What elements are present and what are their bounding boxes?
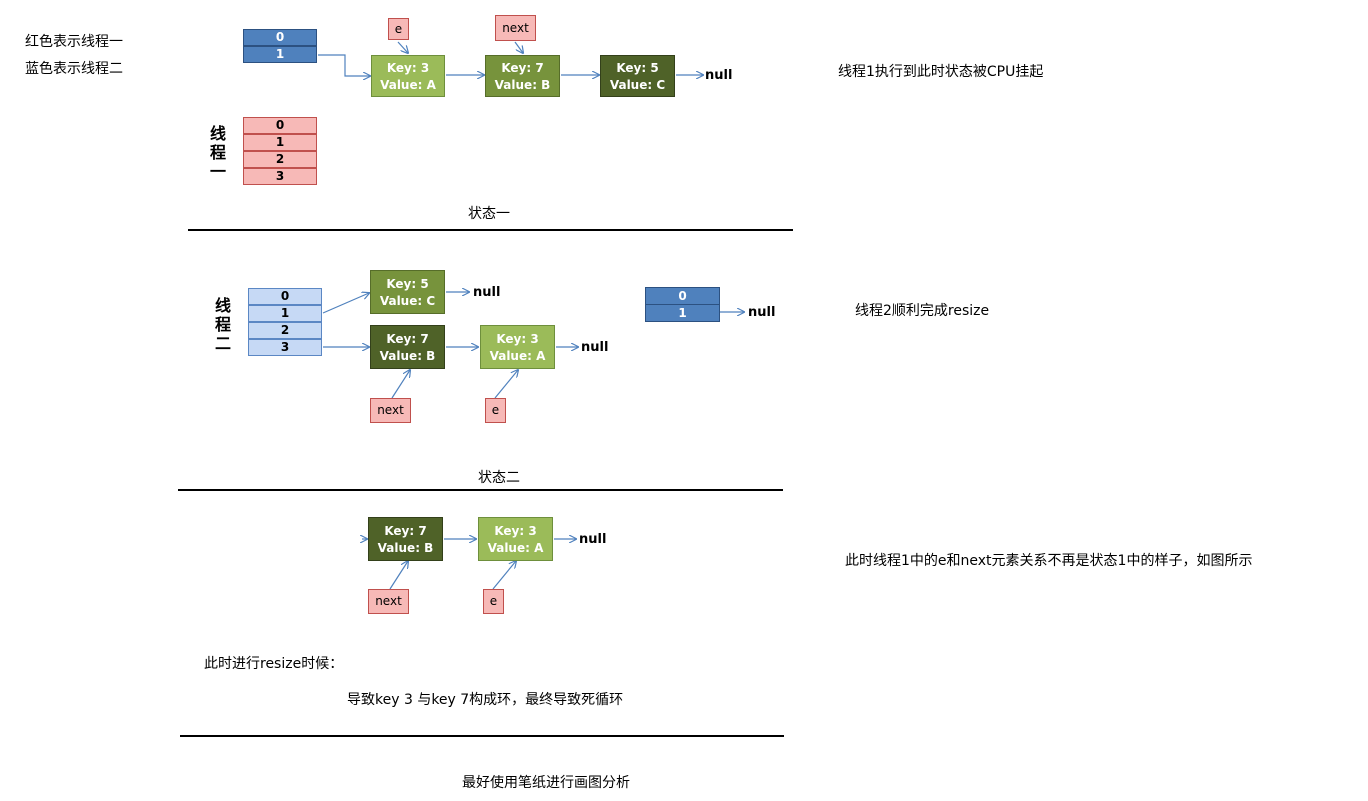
divider-3 [180, 735, 784, 737]
thread-two-label: 线程二 [214, 296, 231, 353]
legend-red: 红色表示线程一 [25, 34, 123, 50]
null-label: null [473, 285, 501, 300]
node-key5: Key: 5 Value: C [600, 55, 675, 97]
state1-note: 线程1执行到此时状态被CPU挂起 [838, 64, 1044, 80]
pointer-next: next [495, 15, 536, 41]
pointer-next: next [370, 398, 411, 423]
node-value: Value: C [609, 78, 666, 92]
node-key7: Key: 7 Value: B [370, 325, 445, 369]
result-text: 导致key 3 与key 7构成环，最终导致死循环 [347, 692, 624, 708]
arrow-next-to-key7 [514, 41, 523, 53]
table1-red-slot-0: 0 [243, 117, 317, 134]
pointer-e: e [485, 398, 506, 423]
arrow-e-to-key3 [494, 370, 518, 399]
node-key3: Key: 3 Value: A [478, 517, 553, 561]
table1-slot-1: 1 [243, 46, 317, 63]
pointer-e: e [388, 18, 409, 40]
old-table-slot-1: 1 [645, 304, 720, 322]
arrow-table1-to-key3 [318, 54, 370, 76]
node-key3: Key: 3 Value: A [371, 55, 445, 97]
node-key: Key: 3 [496, 332, 539, 346]
node-value: Value: B [379, 349, 436, 363]
arrow-next-to-key7 [389, 561, 408, 590]
null-label: null [581, 340, 609, 355]
legend-blue: 蓝色表示线程二 [25, 61, 123, 77]
null-label: null [748, 305, 776, 320]
node-key: Key: 5 [386, 277, 429, 291]
node-value: Value: C [379, 294, 436, 308]
arrow-next-to-key7 [391, 370, 410, 399]
footer-note: 最好使用笔纸进行画图分析 [462, 775, 630, 791]
node-key5: Key: 5 Value: C [370, 270, 445, 314]
node-key: Key: 7 [386, 332, 429, 346]
table1-red-slot-3: 3 [243, 168, 317, 185]
old-table-slot-0: 0 [645, 287, 720, 305]
thread-one-label: 线程一 [209, 124, 226, 181]
node-key: Key: 7 [384, 524, 427, 538]
state2-note: 线程2顺利完成resize [855, 303, 990, 319]
arrow-e-to-key3 [492, 561, 516, 590]
table2-slot-0: 0 [248, 288, 322, 305]
null-label: null [705, 68, 733, 83]
node-key: Key: 5 [616, 61, 659, 75]
node-value: Value: A [489, 349, 546, 363]
node-key: Key: 3 [386, 61, 430, 75]
node-value: Value: B [377, 541, 434, 555]
arrow-e-to-key3 [397, 41, 408, 53]
node-key: Key: 3 [494, 524, 537, 538]
table1-slot-0: 0 [243, 29, 317, 46]
node-value: Value: A [380, 78, 436, 92]
state2-caption: 状态二 [478, 470, 520, 486]
table2-slot-1: 1 [248, 305, 322, 322]
divider-2 [178, 489, 783, 491]
node-key3: Key: 3 Value: A [480, 325, 555, 369]
state1-caption: 状态一 [468, 206, 510, 222]
pointer-e: e [483, 589, 504, 614]
null-label: null [579, 532, 607, 547]
node-key: Key: 7 [501, 61, 544, 75]
table2-slot-2: 2 [248, 322, 322, 339]
state3-note: 此时线程1中的e和next元素关系不再是状态1中的样子，如图所示 [845, 553, 1253, 569]
arrow-slot1-to-key5 [322, 293, 369, 314]
table2-slot-3: 3 [248, 339, 322, 356]
table1-red-slot-1: 1 [243, 134, 317, 151]
node-value: Value: B [494, 78, 551, 92]
node-key7: Key: 7 Value: B [485, 55, 560, 97]
pointer-next: next [368, 589, 409, 614]
divider-1 [188, 229, 793, 231]
table1-red-slot-2: 2 [243, 151, 317, 168]
node-key7: Key: 7 Value: B [368, 517, 443, 561]
resize-text: 此时进行resize时候： [204, 656, 344, 672]
node-value: Value: A [487, 541, 544, 555]
